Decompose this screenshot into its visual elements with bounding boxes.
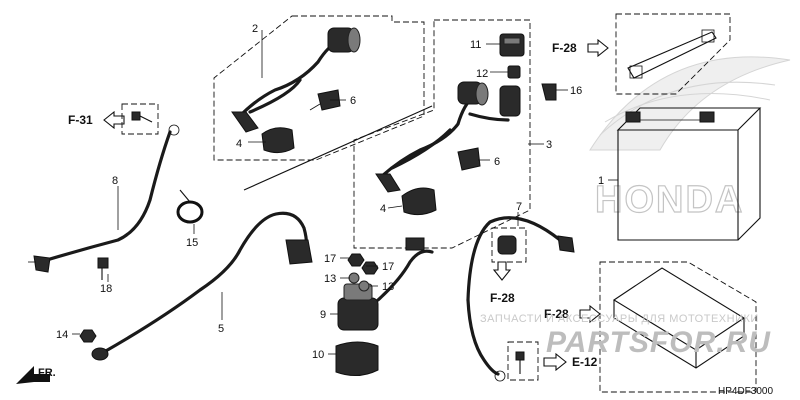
cable-part-5 [91,211,313,361]
label-part-6a: 6 [350,95,356,107]
arrow-f28-mid [492,261,512,281]
battery-tray [612,267,746,369]
washer-part-13b [358,280,370,292]
label-part-1: 1 [598,175,604,187]
label-part-5: 5 [218,323,224,335]
bolt-e12 [515,351,525,374]
label-part-12: 12 [476,68,488,80]
nut-part-14 [79,329,97,343]
tray-frame [599,261,757,393]
starter-relay-part-9 [337,237,434,331]
washer-part-13a [348,272,360,284]
arrow-e12 [543,352,567,372]
bolt-f31 [131,111,153,123]
label-part-13a: 13 [324,273,336,285]
ref-f28-top: F-28 [552,41,577,55]
front-label: FR. [38,367,56,379]
label-part-11: 11 [470,39,481,51]
label-part-14: 14 [56,329,68,341]
label-part-9: 9 [320,309,326,321]
connector-frame [491,227,527,263]
relay-part-11 [499,33,525,57]
label-part-13b: 13 [382,281,394,293]
harness-part-2 [231,27,361,154]
label-part-10: 10 [312,349,324,361]
honda-wing-watermark [589,56,791,151]
part-3-group-frame [353,19,531,249]
battery-band [627,29,717,79]
connector-part-7 [497,235,517,255]
nut-part-17b [361,261,379,275]
diagram-code: HP4DF3000 [718,386,773,397]
cable-part-8 [28,124,180,273]
arrow-f31 [103,110,125,130]
cable-part-7 [466,216,575,382]
part-2-group-frame [213,15,425,161]
label-part-17b: 17 [382,261,394,273]
label-part-16: 16 [570,85,582,97]
bolt-e12-frame [507,341,539,381]
battery-part-1 [616,107,762,241]
clip-part-16 [541,83,557,101]
nut-part-17a [347,253,365,267]
leader-lines [72,30,618,355]
label-part-4b: 4 [380,203,386,215]
relay-cover-part-10 [335,341,379,376]
front-arrow [16,366,50,384]
label-part-17a: 17 [324,253,336,265]
fuse-part-12 [507,65,521,79]
label-part-15: 15 [186,237,198,249]
divider-line [243,105,433,191]
label-part-6b: 6 [494,156,500,168]
arrow-f28-top [587,38,609,58]
harness-part-3 [375,81,521,216]
ref-f28-tray: F-28 [544,307,569,321]
arrow-f28-tray [579,304,601,324]
label-part-7: 7 [516,201,522,213]
clamp-part-15 [176,189,204,224]
bolt-part-18 [97,257,109,280]
honda-brand-watermark: HONDA [595,179,744,221]
band-frame [615,13,731,95]
ref-f28-mid: F-28 [490,291,515,305]
label-part-3: 3 [546,139,552,151]
ref-f31: F-31 [68,113,93,127]
label-part-4a: 4 [236,138,242,150]
label-part-18: 18 [100,283,112,295]
ref-e12: E-12 [572,355,598,369]
label-part-2: 2 [252,23,258,35]
label-part-8: 8 [112,175,118,187]
watermark-line2: PARTSFOR.RU [546,326,771,359]
watermark-line1: ЗАПЧАСТИ И АКСЕССУАРЫ ДЛЯ МОТОТЕХНИКИ [480,313,759,325]
